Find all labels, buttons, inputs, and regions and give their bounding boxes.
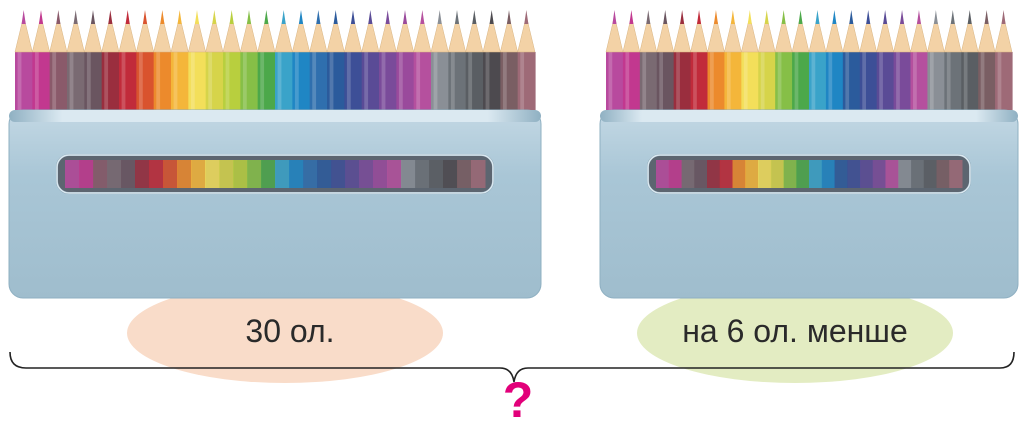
right-box-count-label: на 6 ол. менше: [640, 313, 950, 350]
right-pencil-box: [600, 10, 1018, 298]
right-box-window: [648, 155, 970, 193]
left-box-body: [9, 110, 541, 298]
right-box-rim: [600, 110, 1018, 122]
left-box-window: [57, 155, 493, 193]
left-box-count-label: 30 ол.: [180, 313, 400, 350]
left-box-rim: [9, 110, 541, 122]
right-box-body: [600, 110, 1018, 298]
left-pencil-box: [9, 10, 541, 298]
question-mark: ?: [488, 372, 548, 428]
